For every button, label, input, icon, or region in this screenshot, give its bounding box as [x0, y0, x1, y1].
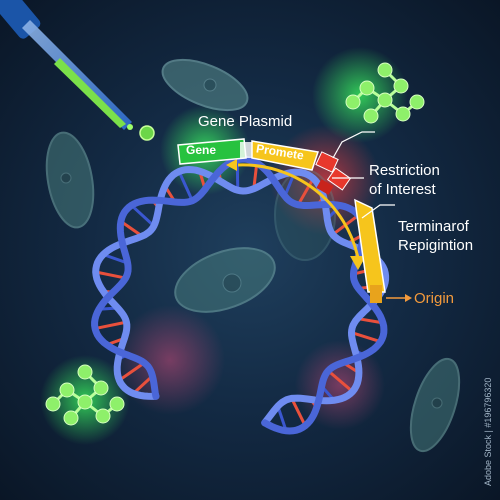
- circular-arrow: [237, 163, 360, 259]
- stock-id-watermark: Adobe Stock | #196796320: [483, 377, 493, 486]
- arrowhead: [226, 159, 237, 171]
- molecule-atom: [109, 396, 125, 412]
- molecule-atom: [93, 380, 109, 396]
- base-pair: [276, 405, 288, 432]
- terminator-label-line2: Repigintion: [398, 237, 474, 254]
- molecule-atom: [393, 78, 409, 94]
- origin-marker: [370, 285, 382, 303]
- dna-glow: [115, 305, 225, 415]
- pointer-line: [332, 131, 375, 159]
- molecule-atom: [45, 396, 61, 412]
- pointer-line: [361, 204, 395, 219]
- restriction-label-line1: Restriction: [369, 162, 440, 179]
- arrowhead: [350, 256, 366, 270]
- restriction-site: [315, 151, 352, 195]
- molecule-atom: [377, 92, 393, 108]
- gene-label: Gene: [186, 143, 217, 157]
- molecule-atom: [63, 410, 79, 426]
- base-pair: [118, 361, 146, 382]
- base-pair: [357, 317, 384, 325]
- origin-arrowhead: [405, 294, 412, 302]
- base-pair: [120, 220, 144, 238]
- base-pair: [102, 253, 129, 265]
- base-pair: [132, 374, 154, 395]
- gene-junction: [240, 142, 252, 158]
- molecule-atom: [77, 364, 93, 380]
- bacterium-icon: [409, 357, 461, 453]
- origin-label: Origin: [414, 290, 455, 307]
- molecule-atom: [77, 394, 93, 410]
- molecule-atom: [345, 94, 361, 110]
- molecule-atom: [363, 108, 379, 124]
- molecule-icon: [345, 62, 425, 124]
- base-pair: [290, 397, 307, 427]
- molecule-atom: [395, 106, 411, 122]
- restriction-label-line2: of Interest: [369, 181, 436, 198]
- bacterium-icon: [161, 58, 249, 112]
- base-pair: [95, 270, 126, 280]
- base-pair: [351, 331, 382, 344]
- gene-plasmid-label: Gene Plasmid: [198, 113, 293, 130]
- base-pair: [177, 170, 194, 202]
- dropper-icon: [0, 0, 155, 141]
- base-pair: [327, 369, 354, 393]
- molecule-atom: [377, 62, 393, 78]
- dna-backbone: [91, 155, 388, 435]
- bacterium-icon: [45, 131, 95, 229]
- molecule-atom: [359, 80, 375, 96]
- base-pair: [252, 162, 259, 189]
- molecule-atom: [95, 408, 111, 424]
- base-pair: [235, 159, 240, 191]
- base-pair: [130, 204, 155, 227]
- terminator-label-line1: Terminarof: [398, 218, 469, 235]
- bacterium-icon: [174, 247, 276, 313]
- molecule-icon: [45, 364, 125, 426]
- base-pair: [94, 320, 127, 331]
- molecule-atom: [409, 94, 425, 110]
- base-pair: [296, 177, 315, 206]
- molecule-atom: [59, 382, 75, 398]
